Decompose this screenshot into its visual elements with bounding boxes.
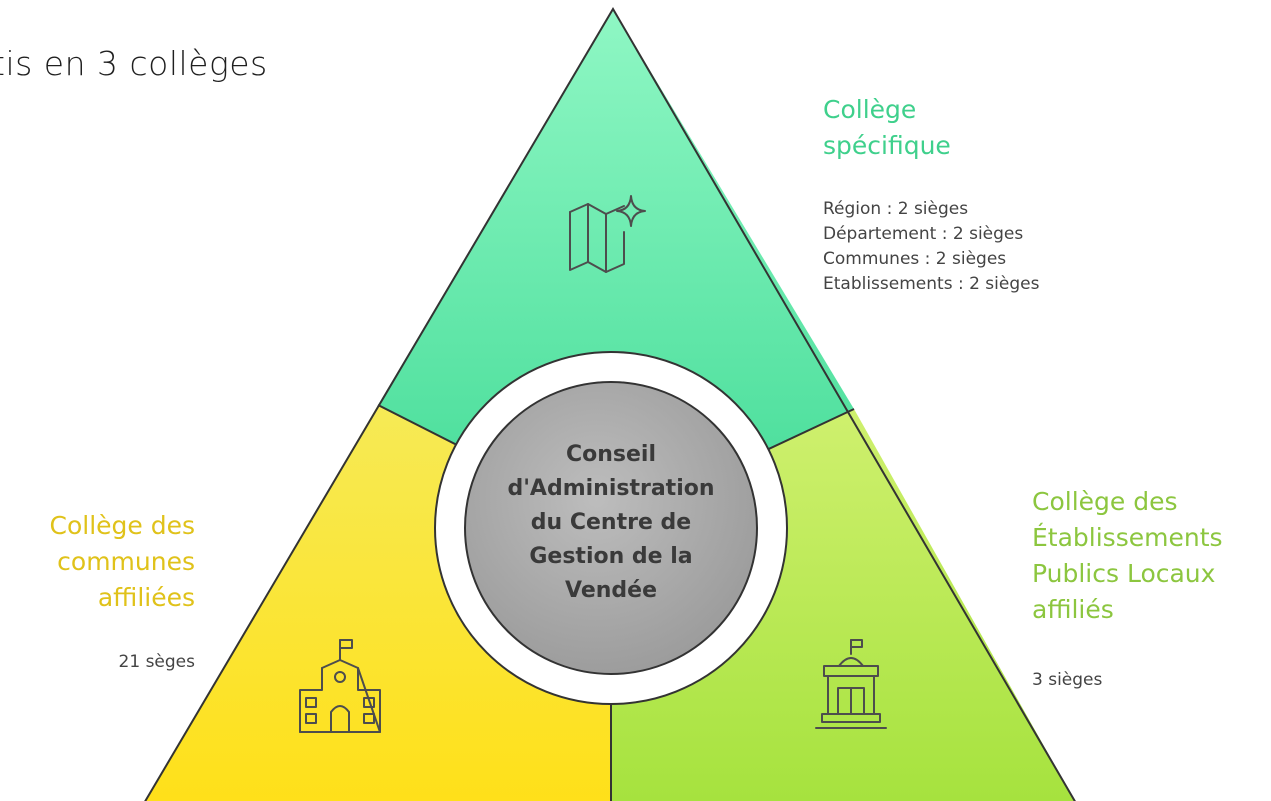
center-label-line: du Centre de [530,510,692,535]
college-communes-title: Collège des communes affiliées [50,508,196,616]
title-line: Collège [823,95,917,124]
college-etablissements-title: Collège des Établissements Publics Locau… [1032,484,1223,628]
center-label-line: Gestion de la [529,544,693,569]
college-communes-seats: 21 sèges [119,650,195,675]
seat-line: Communes : 2 sièges [823,249,1007,269]
public-building-icon [815,639,887,729]
title-line: affiliées [97,583,195,612]
title-line: Publics Locaux [1032,559,1216,588]
title-line: affiliés [1032,595,1114,624]
college-specifique-seats: Région : 2 sièges Département : 2 sièges… [823,197,1039,297]
seat-line: Département : 2 sièges [823,224,1024,244]
college-specifique-title: Collège spécifique [823,92,951,164]
seat-line: 21 sèges [118,652,195,672]
seat-line: Région : 2 sièges [823,199,969,219]
center-label-line: d'Administration [507,476,715,501]
center-circle [464,381,758,675]
title-line: Établissements [1032,523,1223,552]
center-label: Conseil d'Administration du Centre de Ge… [467,438,755,608]
title-line: communes [57,547,195,576]
title-line: Collège des [1032,487,1178,516]
center-label-line: Conseil [565,442,657,467]
title-line: spécifique [823,131,951,160]
seat-line: Etablissements : 2 sièges [823,274,1040,294]
map-sparkle-icon [569,195,646,273]
page-heading: tis en 3 collèges [0,44,268,83]
college-etablissements-seats: 3 sièges [1032,668,1102,693]
center-label-line: Vendée [565,578,657,603]
title-line: Collège des [49,511,196,540]
seat-line: 3 sièges [1032,670,1103,690]
school-building-icon [299,639,381,733]
